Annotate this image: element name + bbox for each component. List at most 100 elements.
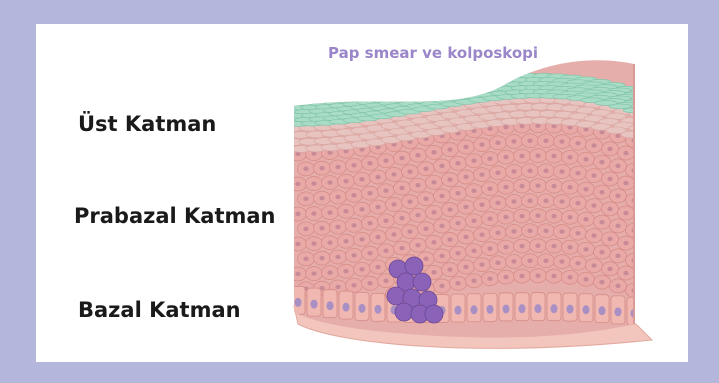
- cell-nucleus: [535, 273, 540, 277]
- cell-nucleus: [447, 207, 452, 211]
- cell-nucleus: [295, 298, 302, 307]
- cell-nucleus: [479, 172, 484, 176]
- cell-nucleus: [495, 231, 500, 235]
- cell-nucleus: [455, 221, 460, 225]
- superficial-cell: [491, 75, 513, 80]
- cell-nucleus: [495, 261, 500, 265]
- cell-nucleus: [311, 300, 318, 309]
- cell-nucleus: [327, 210, 332, 214]
- cell-nucleus: [407, 199, 412, 203]
- cell-nucleus: [583, 187, 588, 191]
- cell-nucleus: [567, 155, 572, 159]
- cell-nucleus: [375, 305, 382, 314]
- cell-nucleus: [567, 185, 572, 189]
- cell-nucleus: [487, 186, 492, 190]
- cell-nucleus: [583, 277, 588, 281]
- cell-nucleus: [311, 271, 316, 275]
- cell-nucleus: [623, 151, 628, 155]
- intermediate-cell: [636, 132, 656, 139]
- superficial-cell: [421, 85, 443, 90]
- cell-nucleus: [439, 284, 444, 288]
- cell-nucleus: [423, 197, 428, 201]
- cell-nucleus: [583, 157, 588, 161]
- cell-nucleus: [503, 215, 508, 219]
- cell-nucleus: [551, 274, 556, 278]
- cell-nucleus: [487, 276, 492, 280]
- cell-nucleus: [311, 181, 316, 185]
- cell-nucleus: [439, 254, 444, 258]
- cell-nucleus: [383, 249, 388, 253]
- cell-nucleus: [551, 184, 556, 188]
- superficial-cell: [385, 96, 407, 101]
- cell-nucleus: [527, 139, 532, 143]
- cell-nucleus: [439, 164, 444, 168]
- cell-nucleus: [335, 285, 340, 289]
- cell-nucleus: [343, 303, 350, 312]
- abnormal-cell: [425, 305, 443, 323]
- cell-nucleus: [455, 281, 460, 285]
- cell-nucleus: [543, 229, 548, 233]
- cell-nucleus: [351, 283, 356, 287]
- cell-nucleus: [383, 159, 388, 163]
- cell-nucleus: [303, 257, 308, 261]
- cell-nucleus: [327, 180, 332, 184]
- cell-nucleus: [615, 164, 620, 168]
- cell-nucleus: [527, 259, 532, 263]
- superficial-cell: [399, 93, 421, 98]
- cell-nucleus: [375, 205, 380, 209]
- cell-nucleus: [559, 229, 564, 233]
- superficial-cell: [483, 80, 505, 85]
- cell-nucleus: [455, 191, 460, 195]
- cell-nucleus: [639, 183, 644, 187]
- cell-nucleus: [487, 246, 492, 250]
- cell-nucleus: [391, 202, 396, 206]
- cell-nucleus: [639, 153, 644, 157]
- cell-nucleus: [479, 202, 484, 206]
- cell-nucleus: [543, 259, 548, 263]
- cell-nucleus: [575, 261, 580, 265]
- cell-nucleus: [543, 139, 548, 143]
- cell-nucleus: [495, 141, 500, 145]
- cell-nucleus: [527, 199, 532, 203]
- cell-nucleus: [559, 139, 564, 143]
- cell-nucleus: [623, 271, 628, 275]
- cell-nucleus: [575, 141, 580, 145]
- cell-nucleus: [615, 224, 620, 228]
- cell-nucleus: [591, 263, 596, 267]
- cell-nucleus: [447, 147, 452, 151]
- label-top-layer: Üst Katman: [78, 112, 216, 136]
- cell-nucleus: [351, 223, 356, 227]
- superficial-cell: [435, 91, 457, 96]
- cell-nucleus: [503, 275, 508, 279]
- cell-nucleus: [487, 216, 492, 220]
- cell-nucleus: [615, 254, 620, 258]
- cell-nucleus: [535, 304, 542, 313]
- cell-nucleus: [607, 267, 612, 271]
- cell-nucleus: [335, 195, 340, 199]
- cell-nucleus: [311, 241, 316, 245]
- cell-nucleus: [327, 270, 332, 274]
- cell-nucleus: [343, 209, 348, 213]
- cell-nucleus: [431, 150, 436, 154]
- cell-nucleus: [455, 251, 460, 255]
- cell-nucleus: [535, 153, 540, 157]
- cell-nucleus: [383, 189, 388, 193]
- superficial-cell: [449, 81, 471, 86]
- cell-nucleus: [423, 227, 428, 231]
- cell-nucleus: [303, 197, 308, 201]
- cell-nucleus: [575, 231, 580, 235]
- cell-nucleus: [599, 160, 604, 164]
- cell-nucleus: [551, 154, 556, 158]
- cell-nucleus: [471, 159, 476, 163]
- superficial-cell: [449, 89, 471, 94]
- cell-nucleus: [615, 307, 622, 316]
- cell-nucleus: [335, 255, 340, 259]
- cell-nucleus: [519, 274, 524, 278]
- cell-nucleus: [535, 243, 540, 247]
- cell-nucleus: [439, 224, 444, 228]
- cell-nucleus: [535, 213, 540, 217]
- cell-nucleus: [391, 172, 396, 176]
- cell-nucleus: [367, 191, 372, 195]
- cell-nucleus: [383, 279, 388, 283]
- cell-nucleus: [463, 175, 468, 179]
